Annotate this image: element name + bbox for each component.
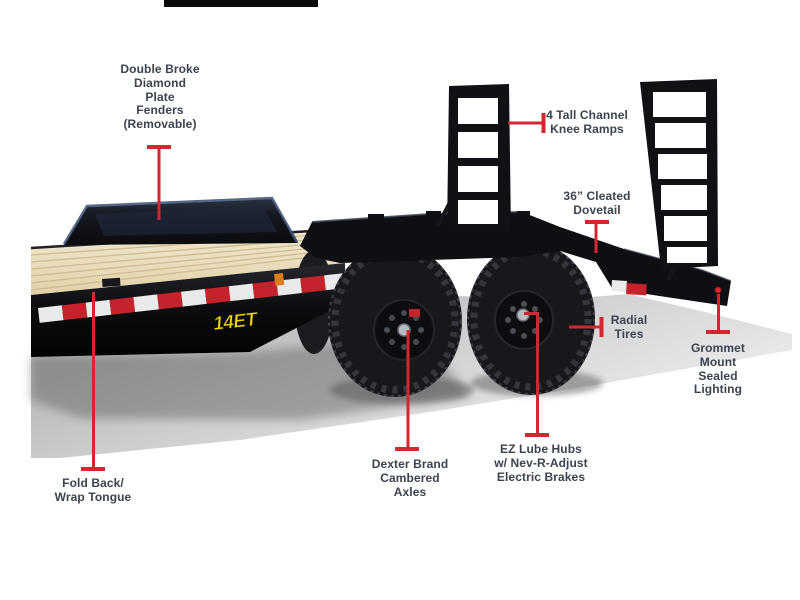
diamond-plate-fender [62, 196, 299, 245]
callout-line: EZ Lube Hubs [500, 442, 582, 456]
callout-dexter-axles: Dexter Brand Cambered Axles [371, 457, 449, 499]
callout-line: Cambered [380, 470, 440, 485]
top-crop-bar [164, 0, 318, 7]
callout-line: 4 Tall Channel [546, 108, 628, 122]
callout-line: Wrap Tongue [54, 489, 132, 504]
callout-line: (Removable) [123, 117, 197, 132]
callout-line: Fenders [136, 103, 184, 118]
callout-line: Plate [145, 89, 175, 104]
callout-line: Axles [393, 484, 427, 499]
callout-radial-tires: Radial Tires [610, 313, 648, 342]
callout-line: Radial [610, 313, 648, 327]
callout-knee-ramps: 4 Tall Channel Knee Ramps [546, 108, 628, 137]
warning-sticker [273, 272, 285, 286]
callout-fenders: Double Broke Diamond Plate Fenders (Remo… [120, 62, 200, 132]
callout-leaders [81, 113, 730, 471]
leader-fenders [147, 145, 171, 220]
callout-ez-lube-hubs: EZ Lube Hubs w/ Nev-R-Adjust Electric Br… [494, 442, 588, 484]
callout-line: Lighting [693, 382, 743, 397]
lug-nuts-1 [384, 310, 424, 350]
callout-fold-back-tongue: Fold Back/ Wrap Tongue [54, 476, 132, 505]
callout-line: Sealed [698, 368, 738, 383]
hub-sticker [409, 309, 420, 317]
trailer-body [300, 211, 732, 317]
leader-ez-lube [524, 312, 549, 437]
stake-pocket [368, 214, 384, 224]
deck-clamp [101, 277, 121, 287]
ramp-rear [640, 79, 718, 282]
grommet-light [714, 286, 722, 294]
callout-line: Diamond [133, 75, 187, 90]
callout-dovetail: 36” Cleated Dovetail [563, 189, 631, 218]
callout-line: Dexter Brand [371, 457, 449, 471]
dovetail-tape [611, 279, 647, 296]
leader-knee-ramps [508, 113, 546, 133]
wheel-2 [467, 243, 595, 395]
leader-dovetail [585, 220, 609, 253]
callout-grommet-lighting: Grommet Mount Sealed Lighting [690, 341, 746, 397]
model-badge: 14ET [212, 309, 259, 335]
stake-pocket [426, 211, 441, 221]
ramp-front [435, 84, 511, 232]
wheel-1 [328, 245, 462, 397]
callout-line: Grommet [690, 341, 746, 355]
callout-line: Knee Ramps [550, 121, 624, 136]
leader-grommet [706, 294, 730, 334]
callout-line: Fold Back/ [62, 476, 124, 490]
leader-tongue [81, 292, 105, 471]
callout-line: Double Broke [120, 62, 200, 76]
callout-line: 36” Cleated [563, 189, 631, 203]
leader-radial-tires [569, 317, 604, 337]
side-rail: 14ET [31, 263, 348, 357]
leader-dexter [395, 330, 419, 451]
callout-line: Electric Brakes [496, 469, 586, 484]
callout-line: Dovetail [573, 202, 621, 217]
lug-nuts-2 [505, 301, 543, 339]
stake-pocket [517, 211, 530, 223]
callout-line: Tires [614, 326, 644, 341]
callout-line: Mount [699, 354, 737, 369]
callout-line: w/ Nev-R-Adjust [494, 455, 588, 470]
